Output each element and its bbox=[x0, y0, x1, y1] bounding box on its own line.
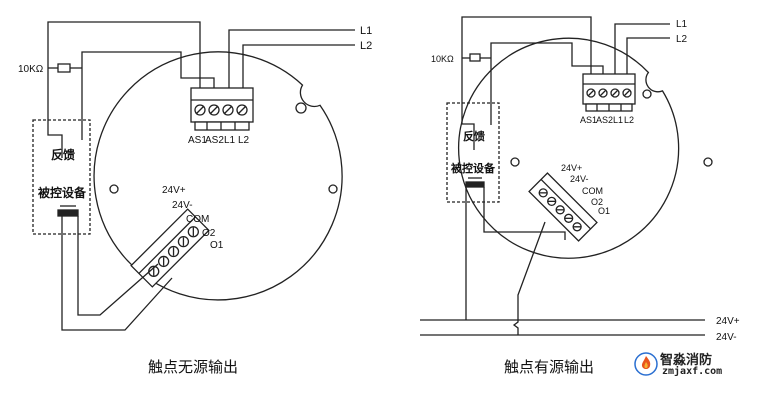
right-top-terminal-label: L2 bbox=[624, 115, 634, 125]
right-top-terminal-block bbox=[582, 73, 636, 112]
left-notch-hole bbox=[295, 102, 307, 114]
right-wire-l2 bbox=[626, 37, 670, 74]
left-device-text-2: 被控设备 bbox=[38, 185, 87, 200]
left-top-terminal-label: L1 bbox=[224, 135, 236, 146]
right-notch-hole bbox=[642, 89, 652, 99]
left-l1-label: L1 bbox=[360, 25, 372, 37]
left-side-terminal-label: 24V+ bbox=[162, 185, 186, 196]
left-wire-l1 bbox=[228, 29, 355, 88]
left-device-text-1: 反馈 bbox=[51, 147, 75, 162]
left-resistor bbox=[57, 63, 71, 73]
right-caption: 触点有源输出 bbox=[504, 358, 595, 376]
left-top-terminal-label: AS1 bbox=[188, 135, 207, 146]
brand-url: zmjaxf.com bbox=[662, 366, 723, 377]
left-wire-l2 bbox=[242, 44, 355, 88]
right-resistor-label: 10KΩ bbox=[431, 54, 454, 64]
right-device-text-2: 被控设备 bbox=[451, 161, 496, 175]
left-controlled-device bbox=[32, 119, 91, 235]
right-module-body bbox=[457, 37, 680, 259]
brand-name: 智淼消防 bbox=[660, 353, 713, 368]
right-bus-minus-label: 24V- bbox=[716, 332, 737, 343]
left-top-terminal-label: L2 bbox=[238, 135, 250, 146]
left-screw-hole-left bbox=[109, 184, 119, 194]
right-device-text-1: 反馈 bbox=[463, 129, 485, 143]
left-wire-o1 bbox=[61, 216, 173, 331]
right-side-terminal-label: COM bbox=[582, 186, 603, 196]
right-top-terminal-label: L1 bbox=[613, 115, 623, 125]
left-wire-to-device bbox=[47, 68, 63, 158]
left-caption: 触点无源输出 bbox=[148, 358, 239, 376]
left-top-terminal-label: AS2 bbox=[205, 135, 224, 146]
left-resistor-label: 10KΩ bbox=[18, 64, 44, 75]
right-side-terminal-label: O2 bbox=[591, 197, 603, 207]
right-wire-device-o1 bbox=[483, 187, 566, 240]
left-wire-as1 bbox=[47, 21, 201, 88]
left-side-terminal-label: O1 bbox=[210, 240, 224, 251]
right-l1-label: L1 bbox=[676, 19, 688, 30]
right-diagram bbox=[420, 16, 713, 336]
right-screw-hole-right bbox=[703, 157, 713, 167]
right-resistor bbox=[469, 53, 481, 62]
left-side-terminal-label: COM bbox=[186, 214, 209, 225]
left-side-terminal-label: 24V- bbox=[172, 200, 193, 211]
left-wire-o2 bbox=[77, 216, 159, 316]
left-contact-symbol bbox=[57, 205, 79, 217]
left-diagram bbox=[32, 21, 355, 331]
right-wire-l1 bbox=[614, 23, 670, 74]
left-wire-as2 bbox=[81, 51, 215, 140]
right-bus-plus-label: 24V+ bbox=[716, 316, 740, 327]
right-wire-as2 bbox=[490, 42, 604, 125]
right-side-terminal-block bbox=[528, 172, 598, 242]
right-side-terminal-label: 24V+ bbox=[561, 163, 582, 173]
right-controlled-device bbox=[446, 102, 500, 203]
right-screw-hole-left bbox=[510, 157, 520, 167]
left-module-body bbox=[93, 51, 343, 301]
flame-logo-icon bbox=[634, 352, 658, 376]
right-contact-symbol bbox=[465, 177, 485, 188]
right-side-terminal-label: 24V- bbox=[570, 174, 589, 184]
right-top-terminal-label: AS1 bbox=[580, 115, 597, 125]
left-l2-label: L2 bbox=[360, 40, 372, 52]
right-l2-label: L2 bbox=[676, 34, 688, 45]
brand-logo: 智淼消防 zmjaxf.com bbox=[634, 348, 758, 380]
left-top-terminal-block bbox=[190, 87, 254, 131]
right-wire-as1 bbox=[461, 16, 592, 74]
right-wire-module-24v bbox=[512, 221, 546, 335]
left-side-terminal-label: O2 bbox=[202, 228, 216, 239]
right-side-terminal-label: O1 bbox=[598, 206, 610, 216]
right-wire-to-device bbox=[461, 58, 475, 150]
right-top-terminal-label: AS2 bbox=[596, 115, 613, 125]
left-screw-hole-right bbox=[328, 184, 338, 194]
left-side-terminal-block bbox=[130, 208, 210, 288]
